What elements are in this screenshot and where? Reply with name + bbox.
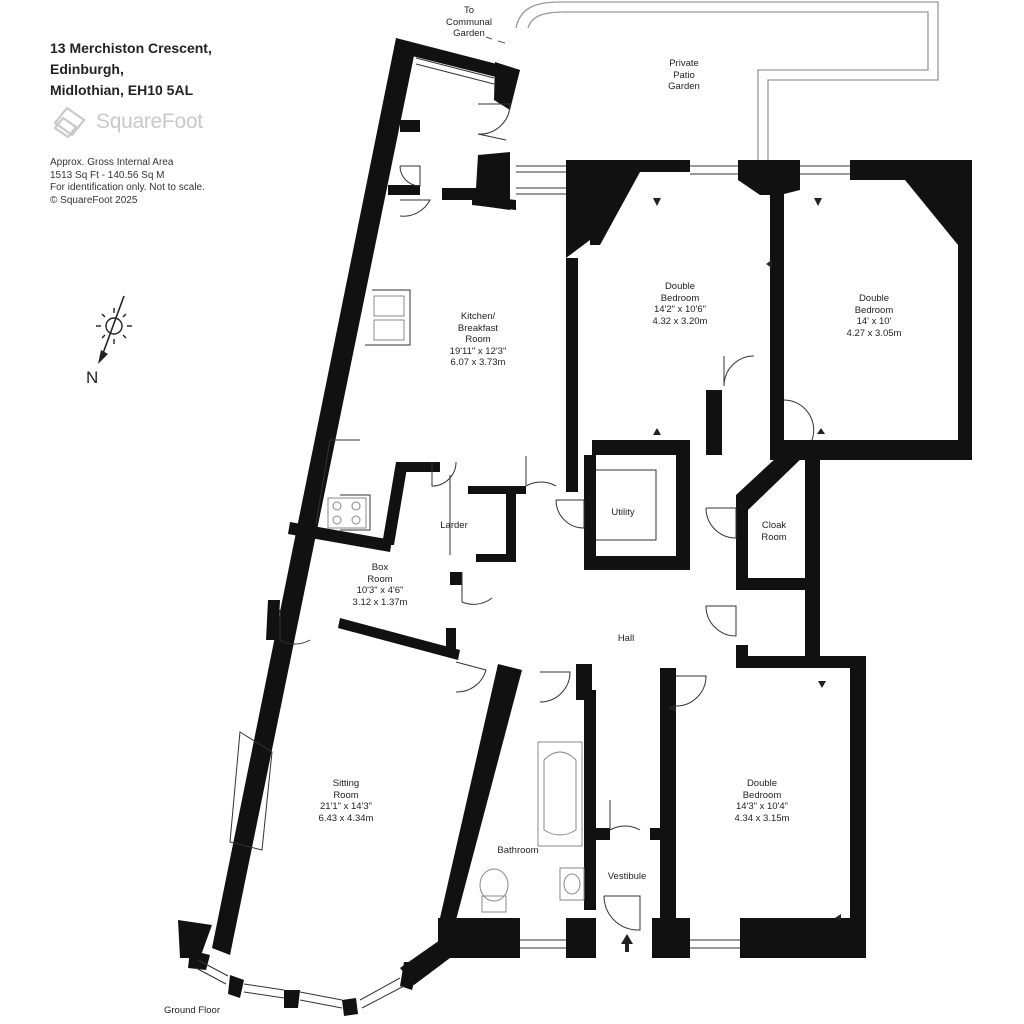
room-bathroom: Bathroom [497,845,538,857]
room-name: Breakfast [457,322,499,334]
room-cloak: Cloak Room [761,520,786,543]
entrance-arrow-icon [621,934,633,952]
room-name: Hall [617,633,635,644]
room-name: Sitting [332,778,360,789]
communal-arrow [485,36,506,44]
room-kitchen: Kitchen/ Breakfast Room 19'11" x 12'3" 6… [450,311,507,369]
room-name: Vestibule [607,871,647,882]
communal-label-line: Communal [446,16,492,28]
patio-label-line: Patio [673,69,695,81]
room-dimensions-metric: 6.07 x 3.73m [450,357,506,368]
room-dimensions-metric: 4.32 x 3.20m [652,315,708,327]
room-name: Box [371,562,389,573]
room-dimensions-imperial: 19'11" x 12'3" [449,345,507,357]
address-line-2: Edinburgh, [50,61,124,77]
room-name: Kitchen/ [460,311,496,322]
room-dimensions-metric: 4.34 x 3.15m [734,812,790,824]
room-name: Double [858,293,890,304]
notes-line-1: Approx. Gross Internal Area [50,157,174,168]
room-name: Room [465,334,491,345]
room-dimensions-imperial: 21'1" x 14'3" [319,801,373,812]
patio-garden-label: Private Patio Garden [668,58,700,93]
area-notes: Approx. Gross Internal Area 1513 Sq Ft -… [50,157,205,207]
room-dimensions-imperial: 14' x 10' [856,316,892,327]
floor-level-label: Ground Floor [164,1005,220,1017]
room-dimensions-metric: 4.27 x 3.05m [846,327,902,339]
radiator-markers [653,198,841,922]
north-arrow-icon [98,295,125,364]
room-vestibule: Vestibule [608,871,647,883]
garden-path [515,1,939,160]
address-line-1: 13 Merchiston Crescent, [50,40,212,56]
room-name: Room [761,531,787,543]
sun-icon [96,308,132,344]
windows [195,57,850,1009]
room-name: Double [664,281,696,292]
communal-label-line: Garden [453,28,485,39]
room-name: Cloak [761,520,787,531]
patio-label-line: Garden [668,81,700,92]
room-name: Bedroom [854,304,894,316]
patio-label-line: Private [669,58,699,69]
kitchen-hob [327,497,367,529]
brand-logo: SquareFoot [96,110,203,134]
squarefoot-logo-icon [53,106,86,139]
room-double-bedroom-2: Double Bedroom 14' x 10' 4.27 x 3.05m [847,293,902,339]
room-box-room: Box Room 10'3" x 4'6" 3.12 x 1.37m [353,562,408,608]
brand-name: SquareFoot [96,110,203,133]
room-double-bedroom-1: Double Bedroom 14'2" x 10'6" 4.32 x 3.20… [653,281,708,327]
room-dimensions-imperial: 14'2" x 10'6" [653,304,707,315]
room-larder: Larder [440,520,467,532]
interior-lines [229,289,657,851]
floor-label-text: Ground Floor [164,1005,220,1016]
room-name: Bathroom [497,845,539,856]
notes-line-4: © SquareFoot 2025 [50,194,138,206]
communal-garden-label: To Communal Garden [446,5,492,40]
room-name: Double [746,778,778,789]
property-address: 13 Merchiston Crescent, Edinburgh, Midlo… [50,38,212,101]
room-sitting-room: Sitting Room 21'1" x 14'3" 6.43 x 4.34m [319,778,374,824]
room-dimensions-metric: 6.43 x 4.34m [318,812,374,824]
room-dimensions-imperial: 10'3" x 4'6" [356,585,404,596]
room-name: Utility [611,507,635,518]
room-dimensions-imperial: 14'3" x 10'4" [735,801,789,812]
notes-line-2: 1513 Sq Ft - 140.56 Sq M [50,169,165,181]
compass-north-letter: N [86,368,99,387]
door-swings [279,103,815,931]
walls [178,38,972,1016]
room-dimensions-metric: 3.12 x 1.37m [352,596,408,608]
room-name: Bedroom [742,789,782,801]
room-name: Bedroom [660,292,700,304]
room-hall: Hall [618,633,634,645]
room-name: Room [367,573,393,585]
address-line-3: Midlothian, EH10 5AL [50,82,194,98]
communal-label-line: To [463,5,475,16]
room-utility: Utility [611,507,634,519]
kitchen-sink [373,295,405,341]
notes-line-3: For identification only. Not to scale. [50,182,205,193]
room-double-bedroom-3: Double Bedroom 14'3" x 10'4" 4.34 x 3.15… [735,778,790,824]
room-name: Room [333,789,359,801]
room-name: Larder [440,520,468,531]
bath-fixture [479,741,585,913]
